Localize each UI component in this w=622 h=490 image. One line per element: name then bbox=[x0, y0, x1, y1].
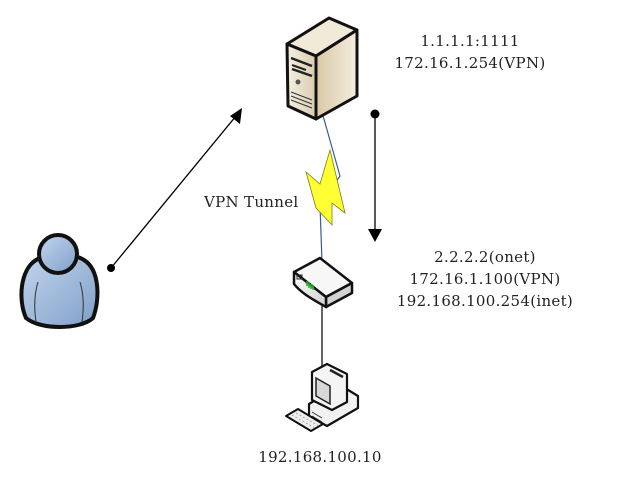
desktop-computer-icon bbox=[285, 362, 360, 432]
router-icon bbox=[292, 256, 354, 309]
router-address-label: 2.2.2.2(onet) 172.16.1.100(VPN) 192.168.… bbox=[375, 246, 595, 312]
server-to-router-arrow bbox=[368, 109, 382, 242]
server-vpn-address: 172.16.1.254(VPN) bbox=[394, 54, 546, 72]
arrow-start-dot bbox=[370, 109, 380, 119]
arrow-head-icon bbox=[368, 229, 382, 242]
lightning-bolt-icon bbox=[305, 148, 346, 227]
router-onet-address: 2.2.2.2(onet) bbox=[434, 248, 536, 266]
server-address-label: 1.1.1.1:1111 172.16.1.254(VPN) bbox=[380, 30, 560, 74]
vpn-tunnel-link bbox=[305, 111, 346, 263]
user-icon bbox=[19, 233, 100, 329]
pc-address-label: 192.168.100.10 bbox=[258, 448, 382, 466]
router-inet-address: 192.168.100.254(inet) bbox=[396, 292, 574, 310]
server-public-address: 1.1.1.1:1111 bbox=[420, 32, 520, 50]
server-tower-icon bbox=[285, 16, 359, 121]
arrow-head-icon bbox=[230, 108, 242, 124]
user-to-server-arrow bbox=[107, 108, 242, 272]
arrow-start-dot bbox=[107, 264, 115, 272]
router-vpn-address: 172.16.1.100(VPN) bbox=[409, 270, 561, 288]
vpn-tunnel-label: VPN Tunnel bbox=[204, 193, 299, 211]
